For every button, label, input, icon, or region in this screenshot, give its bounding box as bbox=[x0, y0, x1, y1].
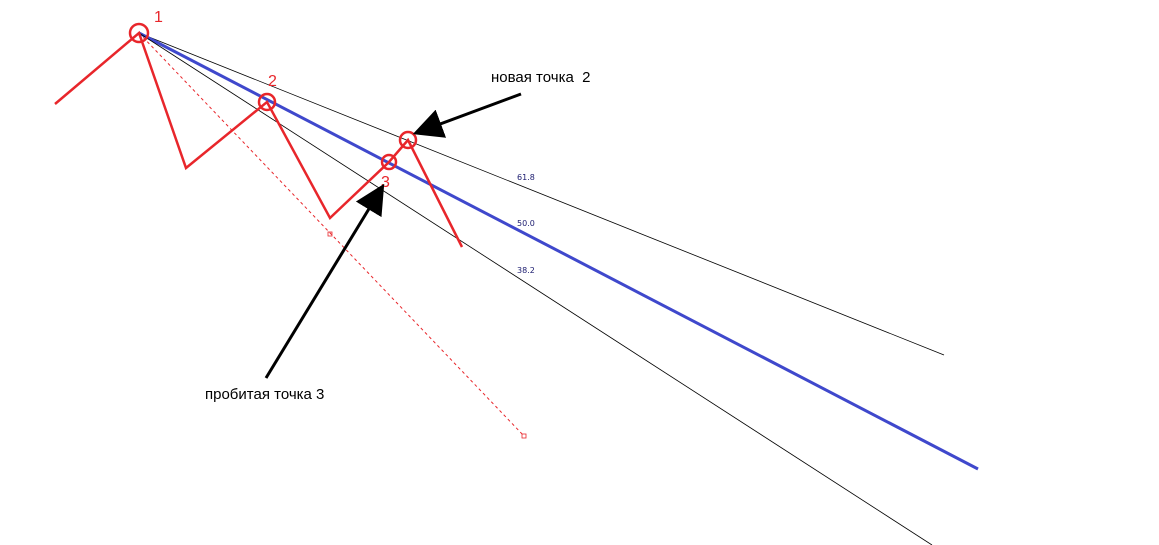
arrow-new-point-icon bbox=[412, 92, 522, 138]
dashed-line-anchor-mid bbox=[327, 231, 333, 237]
annotation-broken-point: пробитая точка 3 bbox=[205, 386, 324, 403]
fan-label-618: 61.8 bbox=[517, 173, 535, 182]
dashed-trend-line bbox=[138, 32, 525, 437]
new-point-2-marker bbox=[398, 130, 418, 150]
point-3-marker bbox=[380, 153, 398, 171]
price-zigzag bbox=[54, 30, 464, 248]
fan-label-500: 50.0 bbox=[517, 219, 535, 228]
point-1-marker bbox=[128, 22, 150, 44]
point-1-label: 1 bbox=[154, 9, 163, 26]
point-2-marker bbox=[257, 92, 277, 112]
fan-line-500 bbox=[138, 31, 979, 471]
annotation-new-point: новая точка 2 bbox=[491, 69, 591, 86]
fan-line-382 bbox=[138, 32, 933, 545]
point-2-label: 2 bbox=[268, 73, 277, 90]
arrow-broken-point-icon bbox=[264, 183, 385, 379]
fan-label-382: 38.2 bbox=[517, 266, 535, 275]
fan-line-618 bbox=[138, 32, 945, 356]
dashed-line-anchor-end bbox=[521, 433, 527, 439]
point-3-label: 3 bbox=[381, 174, 390, 191]
